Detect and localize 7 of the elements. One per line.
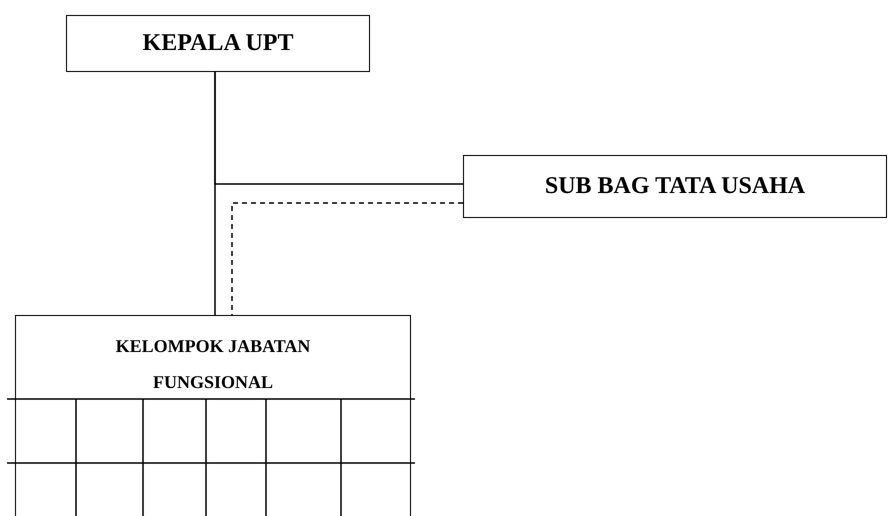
org-box [66, 15, 370, 72]
connector-line [214, 72, 463, 185]
connector-line [231, 202, 463, 315]
org-box [463, 155, 887, 218]
box-title: SUB BAG TATA USAHA [544, 173, 806, 200]
box-title: KEPALA UPT [142, 30, 294, 57]
box-title: KELOMPOK JABATAN FUNGSIONAL [114, 335, 312, 394]
